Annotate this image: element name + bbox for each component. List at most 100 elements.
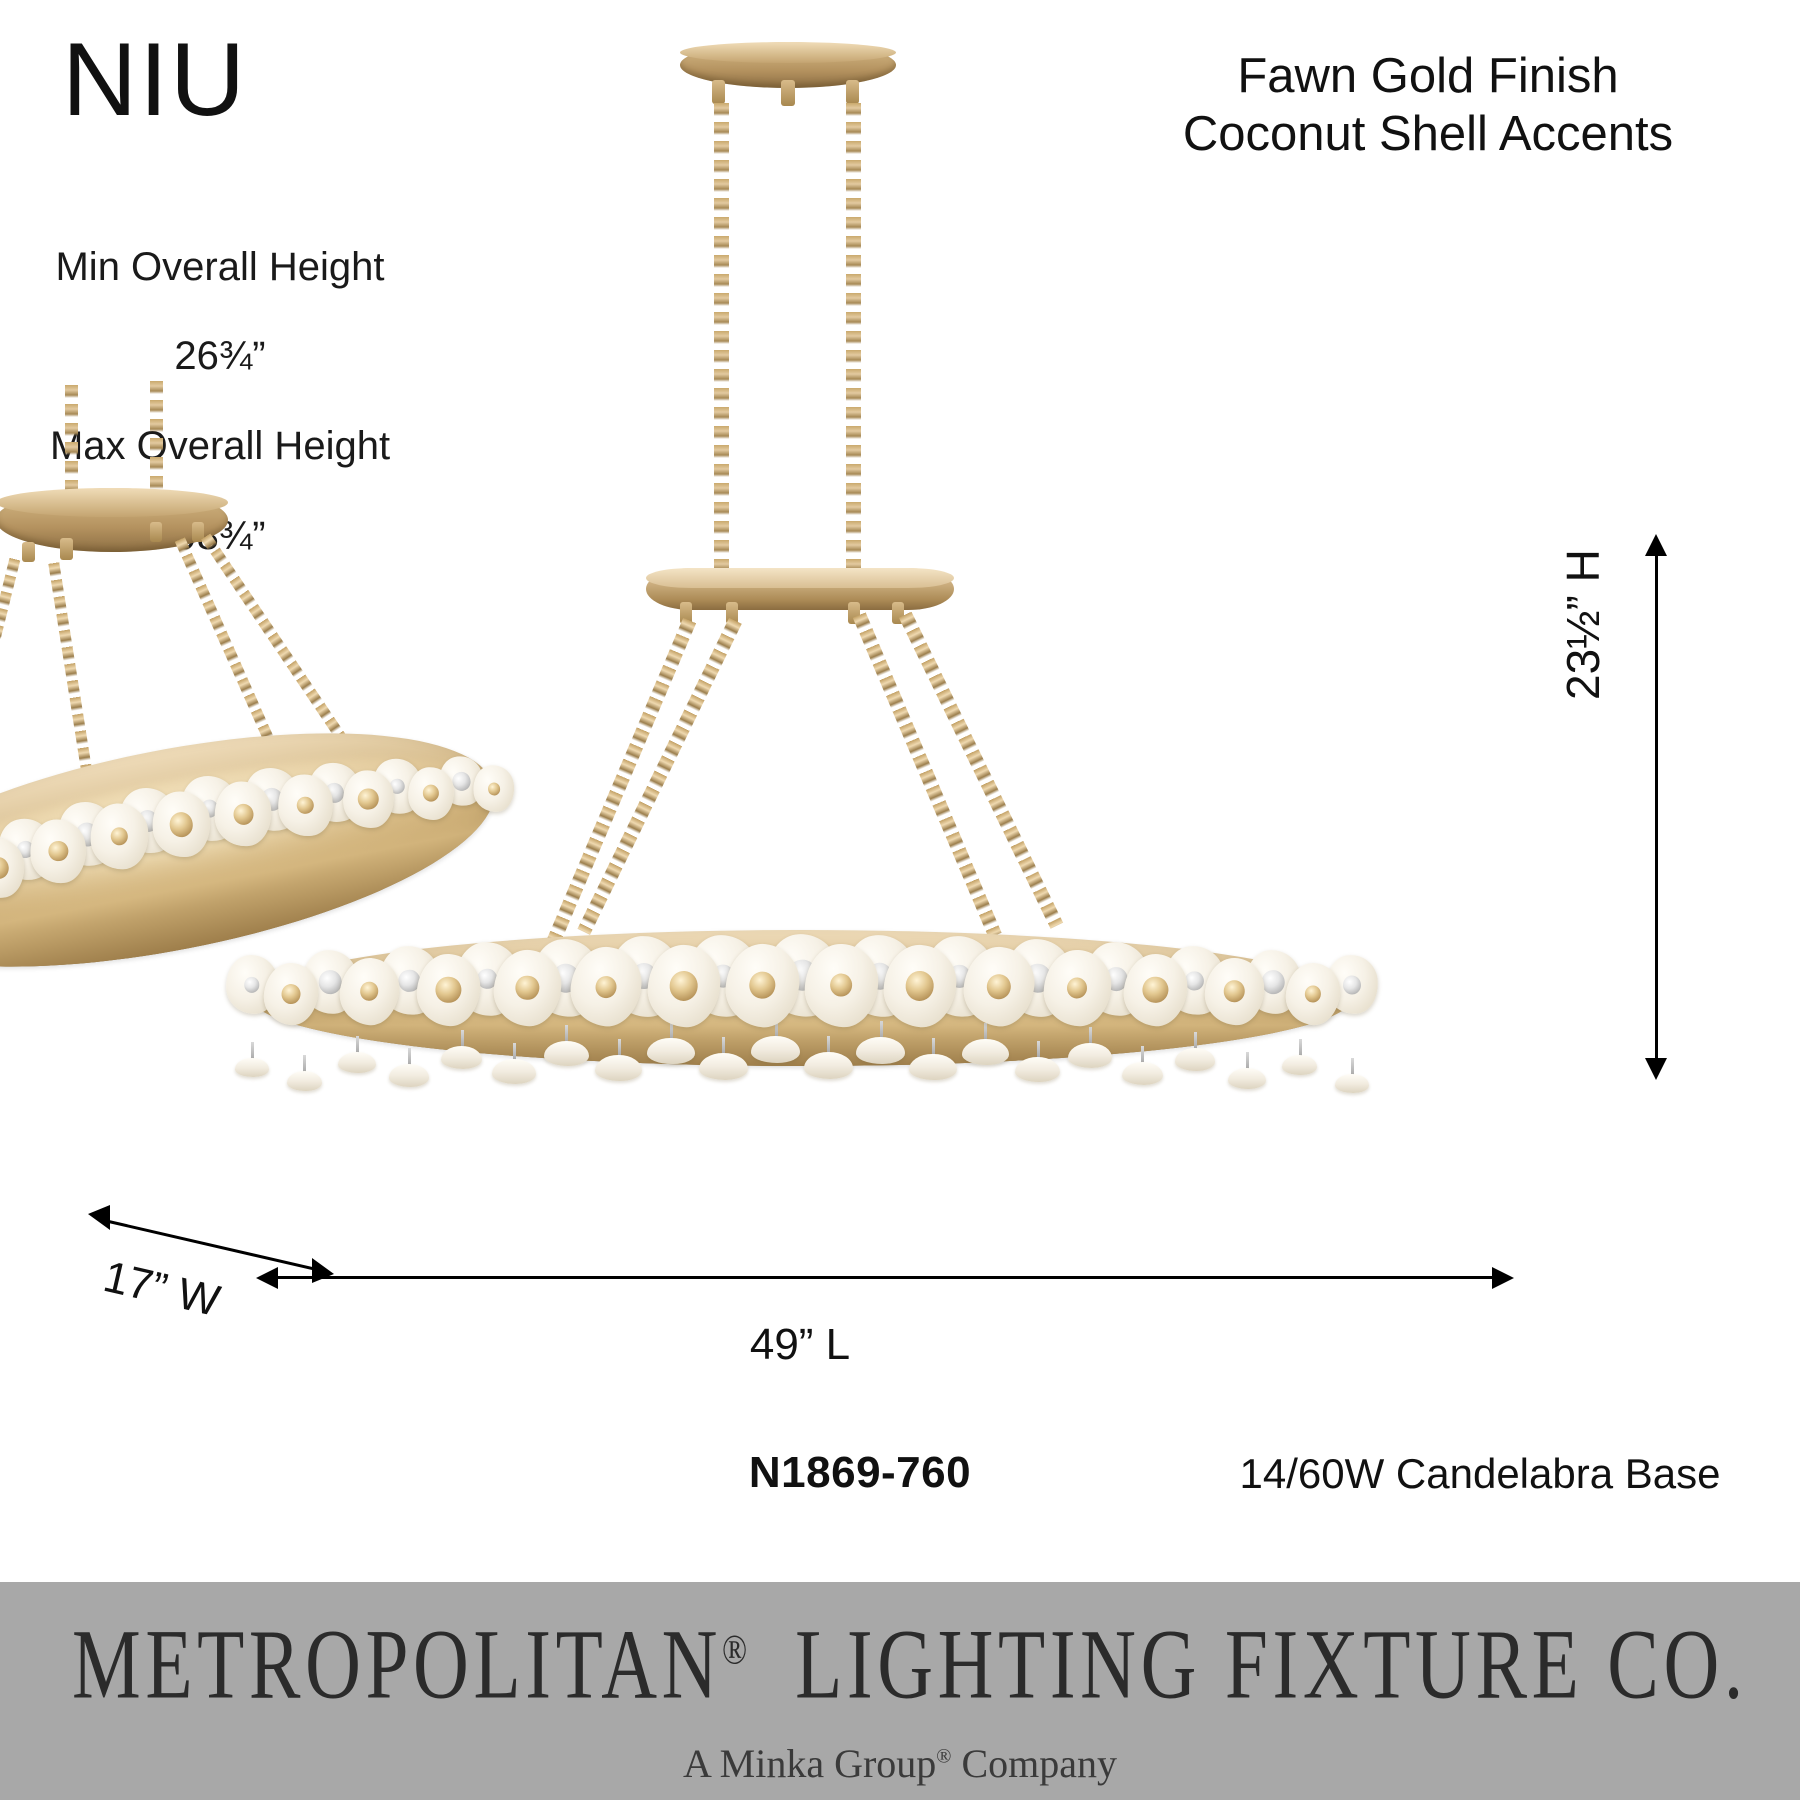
inset-canopy-nub-c bbox=[150, 522, 162, 542]
spreader-bar bbox=[646, 568, 954, 610]
shell-drop-stem bbox=[879, 1020, 883, 1039]
registered-trademark-icon: ® bbox=[722, 1625, 748, 1673]
shell-drop bbox=[389, 1064, 430, 1087]
tagline-registered-icon: ® bbox=[936, 1745, 952, 1768]
min-height-label: Min Overall Height bbox=[55, 244, 385, 289]
shell-drop bbox=[1068, 1043, 1112, 1068]
shell-center-gold bbox=[167, 810, 195, 838]
model-number: N1869-760 bbox=[748, 1448, 972, 1497]
shell-drop bbox=[1174, 1048, 1215, 1071]
shell-drop-stem bbox=[512, 1043, 516, 1062]
inset-support-chain-1 bbox=[0, 556, 21, 802]
shell-center-gold bbox=[514, 974, 540, 1002]
canopy-highlight bbox=[680, 42, 896, 64]
shell-drop bbox=[1335, 1074, 1369, 1093]
max-height-label: Max Overall Height bbox=[49, 423, 391, 468]
canopy-nub-left bbox=[712, 80, 725, 104]
shell-drop-stem bbox=[984, 1022, 988, 1041]
parent-company-tagline: A Minka Group® Company bbox=[0, 1740, 1800, 1787]
shell-center-gold bbox=[1303, 984, 1322, 1003]
support-chain-far-left bbox=[547, 616, 697, 944]
shell-drop bbox=[286, 1070, 323, 1091]
inset-canopy-highlight bbox=[0, 488, 228, 518]
fixture-ring bbox=[224, 929, 1381, 1066]
shell-center-gold bbox=[356, 787, 380, 811]
canopy-nub-center bbox=[781, 80, 795, 106]
shell-center-gold bbox=[281, 982, 302, 1005]
shell-center-silver bbox=[1261, 969, 1286, 996]
height-arrow-top bbox=[1645, 534, 1667, 556]
shell-drop-stem bbox=[1351, 1058, 1354, 1076]
inset-canopy-nub-b bbox=[60, 538, 73, 560]
shell-drop-stem bbox=[722, 1036, 726, 1055]
company-logo: METROPOLITAN® LIGHTING FIXTURE CO. bbox=[72, 1608, 1743, 1722]
finish-line-1: Fawn Gold Finish bbox=[1237, 49, 1619, 103]
shell-center-gold bbox=[984, 972, 1013, 1002]
shell-drop bbox=[595, 1054, 642, 1082]
shell-drop-stem bbox=[355, 1035, 359, 1054]
shell-drop-stem bbox=[565, 1024, 569, 1043]
width-arrow-upper bbox=[88, 1205, 110, 1230]
shell-center-silver bbox=[1184, 970, 1206, 992]
shell-drop bbox=[1015, 1056, 1061, 1083]
tagline-suffix: Company bbox=[951, 1741, 1118, 1786]
length-arrow-right bbox=[1492, 1267, 1514, 1289]
shell-center-gold bbox=[593, 974, 618, 1000]
logo-metropolitan: METROPOLITAN bbox=[72, 1610, 723, 1721]
shell-drop bbox=[1228, 1067, 1267, 1089]
height-arrow-bottom bbox=[1645, 1058, 1667, 1080]
shell-drop bbox=[492, 1059, 536, 1084]
length-arrow-left bbox=[256, 1267, 278, 1289]
shell-drop bbox=[803, 1052, 853, 1080]
shell-drop-stem bbox=[617, 1038, 621, 1057]
shell-drop-stem bbox=[670, 1021, 674, 1040]
shell-center-gold bbox=[1141, 975, 1170, 1005]
shell-drop bbox=[647, 1037, 695, 1065]
shell-center-gold bbox=[748, 970, 777, 1001]
inset-canopy-plate bbox=[0, 488, 228, 552]
height-dimension-line bbox=[1655, 548, 1658, 1064]
height-dimension-label: 23½” H bbox=[1557, 549, 1609, 700]
width-dimension-label: 17” W bbox=[98, 1252, 225, 1327]
shell-drop bbox=[337, 1051, 376, 1073]
shell-drop-stem bbox=[931, 1037, 935, 1056]
shell-drop-stem bbox=[303, 1054, 307, 1073]
inset-canopy-nub-a bbox=[22, 542, 35, 562]
inset-chain-right bbox=[150, 378, 163, 503]
length-dimension-label: 49” L bbox=[749, 1320, 851, 1369]
shell-drop bbox=[856, 1036, 905, 1064]
tagline-prefix: A Minka Group bbox=[682, 1741, 937, 1786]
shell-center-gold bbox=[487, 781, 502, 797]
min-height-value: 26¾” bbox=[174, 334, 266, 379]
shell-center-gold bbox=[422, 784, 440, 803]
drop-chain-right bbox=[846, 100, 861, 580]
shell-drop-stem bbox=[1246, 1051, 1250, 1070]
shell-center-gold bbox=[1223, 980, 1245, 1003]
shell-drop-stem bbox=[1298, 1038, 1302, 1057]
shell-center-gold bbox=[435, 975, 462, 1004]
collection-title: NIU bbox=[62, 22, 248, 138]
canopy-nub-right bbox=[846, 80, 859, 104]
shell-drop bbox=[962, 1038, 1009, 1066]
shell-center-gold bbox=[904, 969, 936, 1003]
shell-drop-stem bbox=[1089, 1027, 1093, 1046]
footer-bar: METROPOLITAN® LIGHTING FIXTURE CO. A Min… bbox=[0, 1582, 1800, 1800]
shell-drop-stem bbox=[460, 1029, 464, 1048]
finish-description: Fawn Gold Finish Coconut Shell Accents bbox=[1108, 48, 1748, 164]
width-arrow-lower bbox=[312, 1258, 334, 1283]
shell-center-gold bbox=[47, 840, 70, 863]
shell-drop bbox=[235, 1058, 269, 1077]
shell-center-silver bbox=[243, 976, 261, 994]
length-dimension-line bbox=[272, 1276, 1504, 1279]
logo-lighting-fixture-co: LIGHTING FIXTURE CO. bbox=[795, 1610, 1748, 1721]
drop-chain-left bbox=[714, 100, 729, 580]
shell-drop-stem bbox=[251, 1042, 254, 1060]
inset-angled-view bbox=[0, 370, 520, 1012]
shell-center-gold bbox=[829, 973, 853, 998]
shell-drop-stem bbox=[774, 1020, 778, 1039]
shell-drop bbox=[1281, 1054, 1318, 1075]
shell-center-gold bbox=[296, 795, 315, 816]
shell-drop-stem bbox=[1193, 1032, 1197, 1051]
shell-drop bbox=[440, 1045, 483, 1070]
